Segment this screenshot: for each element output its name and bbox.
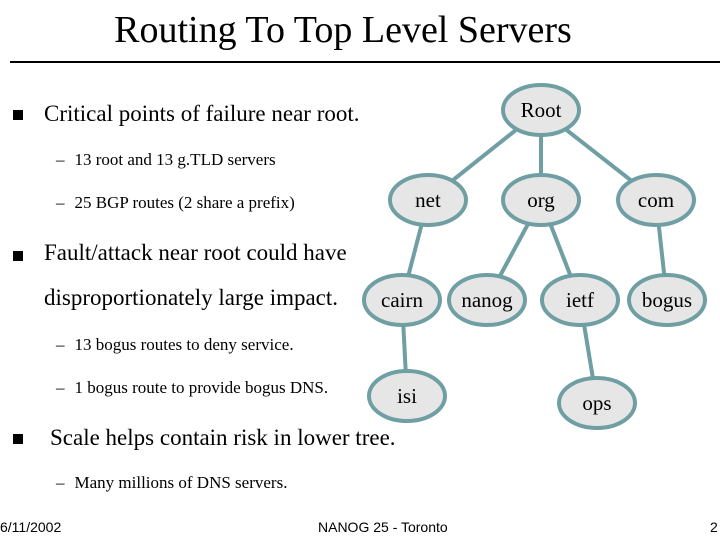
- sub-bullet-text: Many millions of DNS servers.: [74, 473, 288, 492]
- footer-center: NANOG 25 - Toronto: [318, 519, 448, 535]
- sub-bullet-2b: –1 bogus route to provide bogus DNS.: [56, 378, 328, 398]
- node-org: [501, 173, 581, 227]
- node-root: [501, 83, 581, 137]
- footer-page-number: 2: [710, 519, 718, 535]
- sub-bullet-2a: –13 bogus routes to deny service.: [56, 335, 294, 355]
- node-label-ops: ops: [582, 391, 612, 415]
- sub-bullet-3a: –Many millions of DNS servers.: [56, 473, 287, 493]
- bullet-2-line-1: Fault/attack near root could have: [44, 240, 347, 265]
- title-rule: [10, 61, 720, 63]
- bullet-marker: [13, 251, 23, 261]
- node-label-org: org: [527, 188, 555, 212]
- bullet-1-text: Critical points of failure near root.: [44, 101, 360, 126]
- sub-bullet-text: 1 bogus route to provide bogus DNS.: [74, 378, 329, 397]
- node-label-nanog: nanog: [461, 288, 513, 312]
- node-label-cairn: cairn: [381, 288, 423, 312]
- bullet-marker: [13, 110, 23, 120]
- node-com: [616, 173, 696, 227]
- dash: –: [56, 150, 65, 169]
- node-label-ietf: ietf: [566, 288, 594, 312]
- node-label-net: net: [415, 188, 441, 212]
- node-ops: [557, 376, 637, 430]
- sub-bullet-1a: –13 root and 13 g.TLD servers: [56, 150, 276, 170]
- node-net: [388, 173, 468, 227]
- sub-bullet-text: 13 root and 13 g.TLD servers: [74, 150, 276, 169]
- footer-date: 6/11/2002: [0, 519, 62, 535]
- dash: –: [56, 473, 65, 492]
- sub-bullet-1b: –25 BGP routes (2 share a prefix): [56, 193, 295, 213]
- sub-bullet-text: 25 BGP routes (2 share a prefix): [74, 193, 295, 212]
- node-nanog: [447, 273, 527, 327]
- bullet-3-text: Scale helps contain risk in lower tree.: [50, 425, 396, 450]
- node-bogus: [627, 273, 707, 327]
- node-label-isi: isi: [397, 384, 417, 408]
- node-label-root: Root: [520, 98, 562, 122]
- dash: –: [56, 335, 65, 354]
- bullet-marker: [13, 434, 23, 444]
- bullet-2-line-2: disproportionately large impact.: [44, 285, 339, 310]
- node-ietf: [540, 273, 620, 327]
- node-isi: [367, 369, 447, 423]
- node-label-bogus: bogus: [641, 288, 693, 312]
- dash: –: [56, 378, 65, 397]
- node-cairn: [362, 273, 442, 327]
- sub-bullet-text: 13 bogus routes to deny service.: [74, 335, 294, 354]
- tree-edges: [400, 108, 669, 404]
- dash: –: [56, 193, 65, 212]
- node-label-com: com: [637, 188, 675, 212]
- slide-title: Routing To Top Level Servers: [114, 9, 572, 51]
